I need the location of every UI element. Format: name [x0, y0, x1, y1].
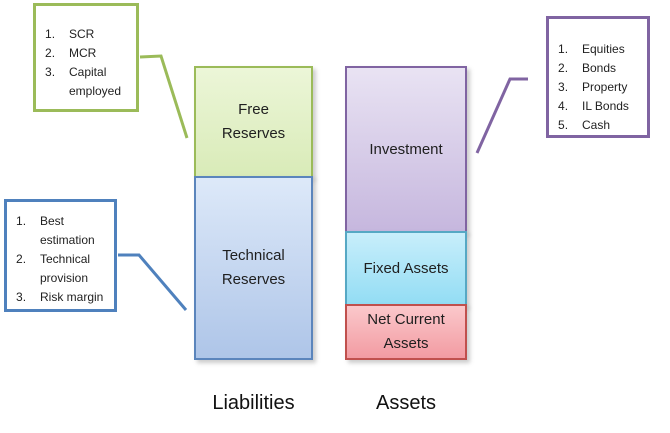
callout-technical-reserves: Best estimation Technical provision Risk… [4, 199, 117, 312]
segment-label: Net Current [367, 311, 445, 328]
list-item: Cash [558, 116, 611, 135]
assets-bar: Investment Fixed Assets Net Current Asse… [345, 66, 467, 360]
segment-technical-reserves: Technical Reserves [194, 176, 313, 360]
assets-label: Assets [375, 392, 437, 414]
callout-free-reserves: SCR MCR Capital employed [33, 3, 139, 112]
segment-label: Technical [222, 247, 285, 264]
connector-investment-line [475, 77, 528, 154]
list-item: Technical provision [16, 250, 91, 285]
segment-label: Reserves [221, 271, 286, 288]
connector-technical-reserves-line [118, 253, 188, 311]
segment-label: Fixed Assets [363, 259, 449, 277]
segment-investment: Investment [345, 66, 467, 233]
list-item: SCR [45, 25, 95, 44]
callout-investment: Equities Bonds Property IL Bonds Cash [546, 16, 650, 138]
list-item: Best estimation [16, 212, 95, 247]
list-item: Risk margin [16, 288, 104, 307]
segment-label: Reserves [221, 125, 286, 142]
segment-net-current-assets: Net Current Assets [345, 304, 467, 360]
segment-label: Free [238, 101, 269, 118]
callout-free-reserves-list: SCR MCR Capital employed [36, 25, 136, 101]
list-item: IL Bonds [558, 97, 629, 116]
segment-fixed-assets: Fixed Assets [345, 231, 467, 306]
list-item: Equities [558, 40, 625, 59]
liabilities-label: Liabilities [212, 392, 295, 414]
segment-label: Assets [383, 335, 429, 352]
segment-free-reserves: Free Reserves [194, 66, 313, 178]
liabilities-bar: Free Reserves Technical Reserves [194, 66, 313, 360]
callout-investment-list: Equities Bonds Property IL Bonds Cash [549, 40, 647, 135]
list-item: Property [558, 78, 628, 97]
list-item: Capital employed [45, 63, 122, 98]
list-item: Bonds [558, 59, 617, 78]
connector-free-reserves-line [139, 54, 189, 139]
list-item: MCR [45, 44, 97, 63]
segment-label: Investment [369, 140, 443, 158]
callout-technical-reserves-list: Best estimation Technical provision Risk… [7, 212, 114, 307]
